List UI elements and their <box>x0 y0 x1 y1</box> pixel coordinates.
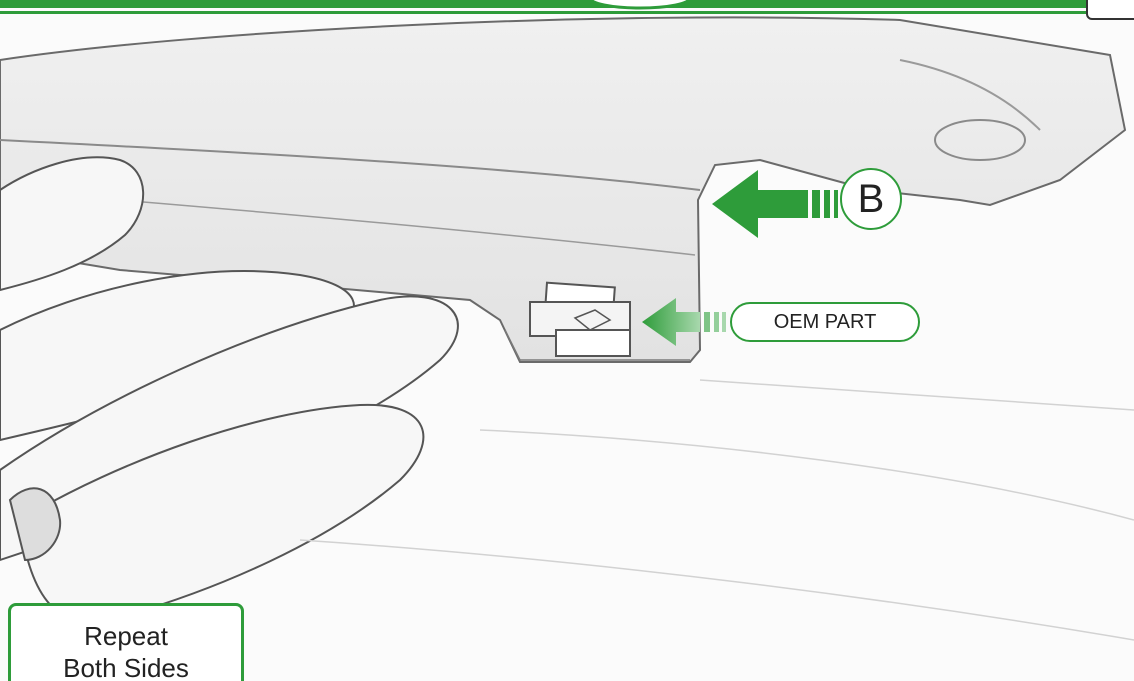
background-streaks <box>300 380 1134 640</box>
callout-b-label: B <box>858 179 885 219</box>
callout-oem-label: OEM PART <box>774 311 877 334</box>
callout-b: B <box>840 168 902 230</box>
repeat-note: Repeat Both Sides <box>8 603 244 681</box>
arrow-b-icon <box>712 170 838 238</box>
repeat-note-line1: Repeat <box>11 620 241 652</box>
top-banner <box>0 0 1090 14</box>
callout-oem-part: OEM PART <box>730 302 920 342</box>
repeat-note-line2: Both Sides <box>11 652 241 681</box>
corner-tab <box>1086 0 1134 20</box>
